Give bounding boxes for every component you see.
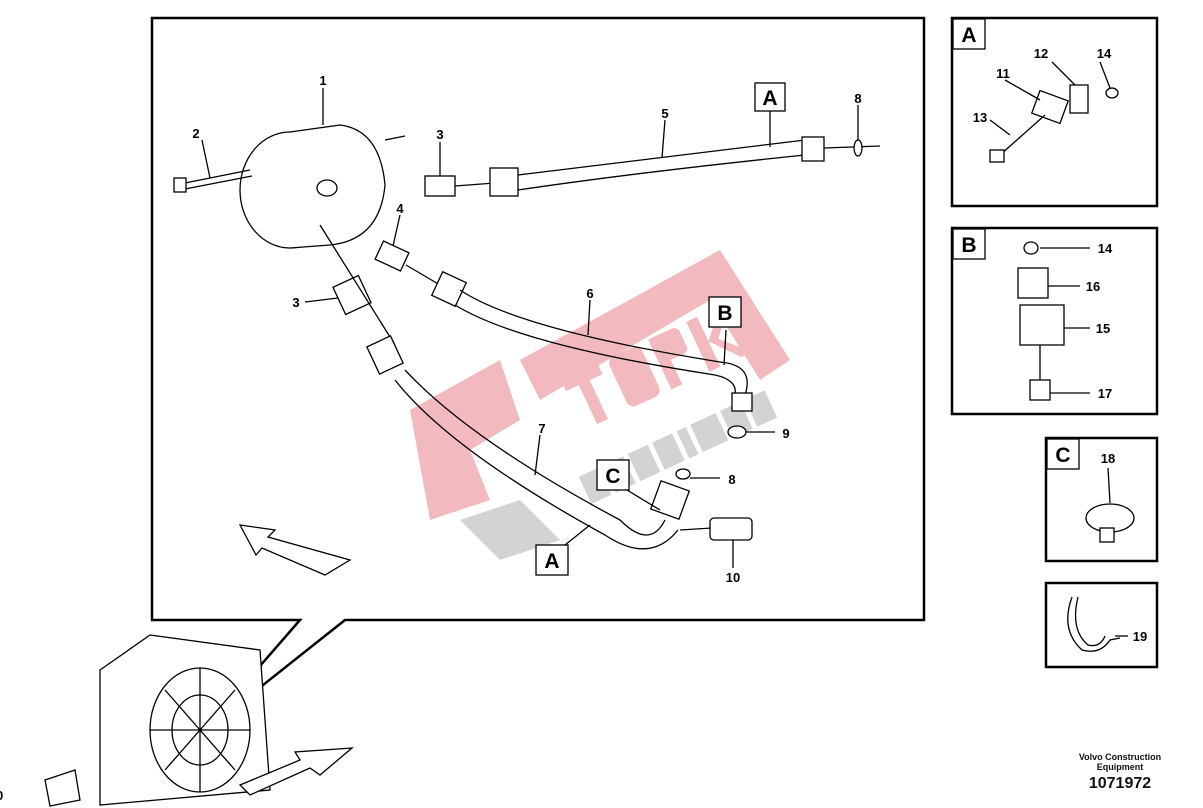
company-name: Volvo Construction Equipment bbox=[1078, 752, 1162, 772]
pipe-6 bbox=[405, 264, 753, 439]
view-direction-arrow bbox=[238, 524, 352, 576]
callout-6: 6 bbox=[586, 286, 593, 301]
leader-lines bbox=[201, 88, 859, 568]
section-marker-label: A bbox=[544, 550, 559, 573]
callout-5: 5 bbox=[661, 106, 668, 121]
callout-19: 19 bbox=[1133, 629, 1147, 644]
callout-16: 16 bbox=[1086, 279, 1100, 294]
fitting bbox=[424, 175, 456, 197]
section-marker-label: B bbox=[717, 302, 732, 325]
callout-17: 17 bbox=[1098, 386, 1112, 401]
callout-8: 8 bbox=[854, 91, 861, 106]
callout-3: 3 bbox=[292, 295, 299, 310]
callout-11: 11 bbox=[996, 66, 1010, 81]
detail-panel-c: C 18 bbox=[1044, 436, 1159, 563]
panel-letter: B bbox=[961, 234, 976, 257]
section-marker-a-top: A bbox=[754, 82, 786, 112]
callout-18: 18 bbox=[1101, 451, 1115, 466]
panel-letter: C bbox=[1055, 444, 1070, 467]
section-marker-b: B bbox=[708, 296, 742, 328]
detail-panel-b: B 14 16 15 17 bbox=[950, 226, 1159, 416]
detail-panel-cable-tie: 19 bbox=[1044, 581, 1159, 669]
callout-9: 9 bbox=[782, 426, 789, 441]
machine-overview bbox=[44, 634, 354, 807]
main-view-frame bbox=[150, 16, 926, 736]
detail-panel-a: A 11 12 13 14 bbox=[950, 16, 1159, 208]
callout-15: 15 bbox=[1096, 321, 1110, 336]
callout-7: 7 bbox=[538, 421, 545, 436]
drawing-number: 1071972 bbox=[1088, 775, 1152, 792]
callout-12: 12 bbox=[1034, 46, 1048, 61]
callout-1: 1 bbox=[319, 73, 326, 88]
edge-mark: 0 bbox=[0, 788, 3, 803]
pipe-5 bbox=[454, 136, 881, 197]
pipe-7 bbox=[319, 224, 753, 550]
callout-10: 10 bbox=[726, 570, 740, 585]
brake-chamber bbox=[239, 124, 406, 249]
fitting bbox=[374, 240, 410, 272]
callout-2: 2 bbox=[192, 126, 199, 141]
section-marker-label: A bbox=[762, 87, 777, 110]
callout-4: 4 bbox=[396, 201, 404, 216]
panel-letter: A bbox=[961, 24, 976, 47]
callout-14: 14 bbox=[1097, 46, 1112, 61]
callout-14: 14 bbox=[1098, 241, 1113, 256]
callout-13: 13 bbox=[973, 110, 987, 125]
callout-8: 8 bbox=[728, 472, 735, 487]
section-marker-a-bottom: A bbox=[535, 544, 569, 576]
section-marker-c: C bbox=[596, 459, 630, 491]
section-marker-label: C bbox=[605, 465, 620, 488]
callout-3: 3 bbox=[436, 127, 443, 142]
fitting bbox=[332, 274, 372, 316]
bolt bbox=[173, 169, 253, 193]
